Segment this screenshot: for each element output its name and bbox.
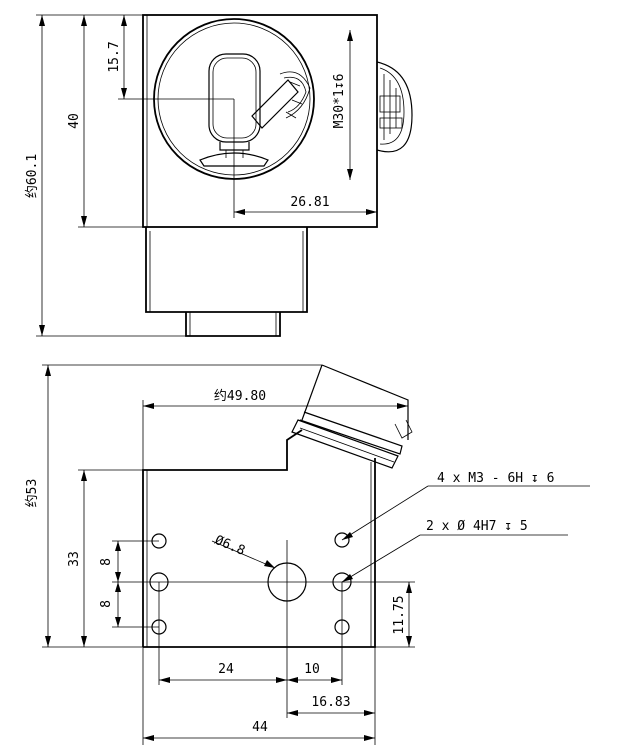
dim-total-height-bottom: 约53 <box>25 479 40 508</box>
bottom-view: 约53 33 8 8 约49.80 Ø6.8 11.75 <box>25 364 590 745</box>
bottom-housing-outline <box>142 429 303 647</box>
dim-overall-width: 约49.80 <box>214 389 266 404</box>
dim-10: 10 <box>304 662 320 677</box>
angled-connector <box>321 364 409 440</box>
callout-dowel-holes: 2 x Ø 4H7 ↧ 5 <box>426 519 528 534</box>
lens-base <box>199 152 269 167</box>
top-housing-outline <box>142 14 378 228</box>
dim-24: 24 <box>218 662 234 677</box>
dim-center-hole: Ø6.8 <box>212 533 247 559</box>
dim-center-offset: 26.81 <box>290 195 329 210</box>
dim-hole-pitch-lower: 8 <box>99 600 114 608</box>
dim-total-height-top: 约60.1 <box>25 154 40 198</box>
nozzle <box>185 312 281 337</box>
side-connector <box>376 61 413 153</box>
lower-cylinder <box>145 227 308 313</box>
thread-callout: M30*1↧6 <box>332 74 347 129</box>
dim-hole-pitch-upper: 8 <box>99 558 114 566</box>
lens-element <box>208 53 261 143</box>
top-view: 约60.1 40 15.7 26.81 M30*1↧6 <box>25 14 413 337</box>
angled-arm <box>251 79 299 129</box>
connector-flange <box>291 419 399 469</box>
dim-center-height: 15.7 <box>107 41 122 72</box>
threaded-hole <box>334 532 350 548</box>
callout-threaded-holes: 4 x M3 - 6H ↧ 6 <box>437 471 554 486</box>
dim-hole-height: 11.75 <box>392 595 407 634</box>
dim-16-83: 16.83 <box>311 695 350 710</box>
dim-width: 44 <box>252 720 268 735</box>
dim-body-height-bottom: 33 <box>67 551 82 567</box>
dim-body-height-top: 40 <box>67 113 82 129</box>
